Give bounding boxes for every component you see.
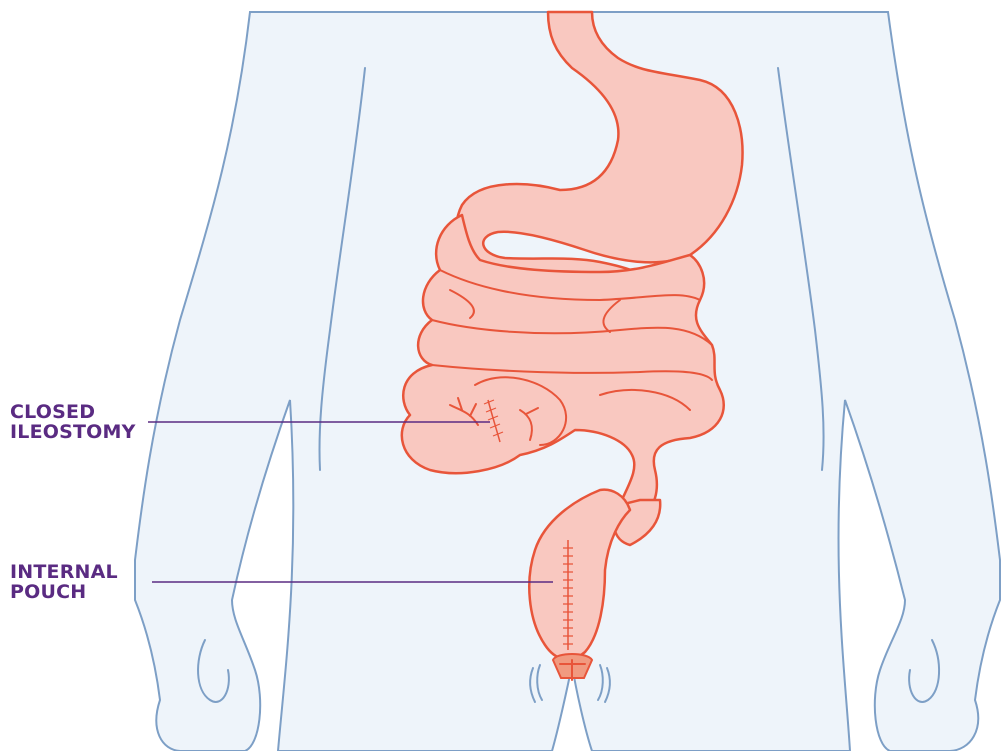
internal-pouch-label: INTERNAL POUCH bbox=[10, 562, 118, 602]
closed-ileostomy-label: CLOSED ILEOSTOMY bbox=[10, 402, 136, 442]
